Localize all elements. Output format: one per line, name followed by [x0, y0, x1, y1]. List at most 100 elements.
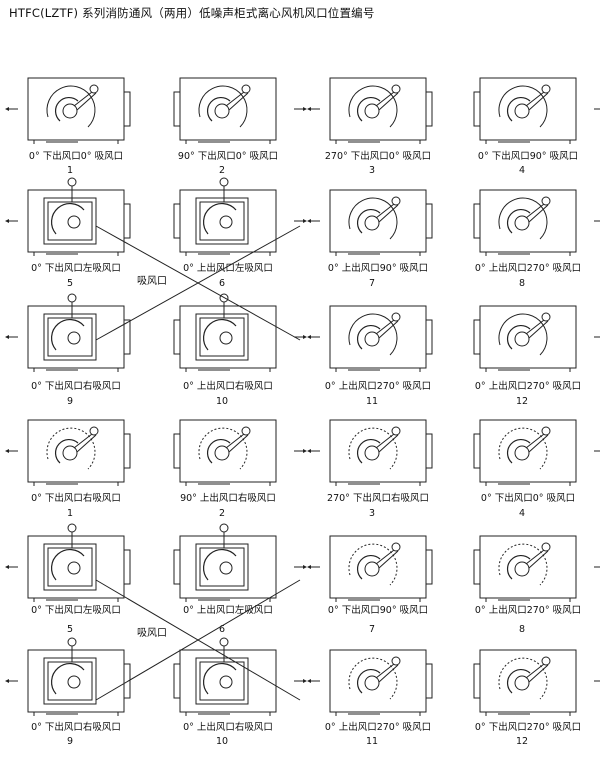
- belt: [525, 549, 545, 565]
- side-flange: [473, 319, 481, 355]
- impeller: [62, 445, 78, 461]
- belt: [375, 91, 395, 107]
- position-number: 4: [519, 165, 525, 176]
- belt: [375, 319, 395, 335]
- fan-housing: [27, 305, 125, 369]
- rotation-arc: [506, 668, 531, 694]
- angle-label: 0°: [31, 381, 45, 392]
- airflow-arrowhead: [307, 565, 311, 569]
- side-flange: [123, 203, 131, 239]
- position-number: 9: [67, 736, 73, 747]
- fan-unit: 0° 上出风口270° 吸风口 8: [473, 535, 600, 635]
- position-number: 12: [516, 396, 528, 407]
- inlet-frame: [43, 543, 97, 591]
- fan-housing: [329, 189, 427, 253]
- scroll-casing: [46, 427, 96, 470]
- position-caption: 270° 下出风口右吸风口: [327, 492, 429, 504]
- belt: [228, 92, 249, 111]
- motor-pulley: [391, 542, 401, 552]
- fan-housing: [479, 189, 577, 253]
- belt: [378, 664, 399, 683]
- side-flange: [425, 203, 433, 239]
- outlet-description: 0° 上出风口右吸风口: [183, 721, 273, 733]
- side-flange: [425, 663, 433, 699]
- belt: [375, 549, 395, 565]
- motor-pulley: [219, 177, 229, 187]
- scroll-casing: [348, 427, 398, 470]
- position-number: 2: [219, 508, 225, 519]
- angle-label: 0°: [481, 493, 495, 504]
- impeller-arc: [202, 548, 237, 581]
- belt: [225, 91, 245, 107]
- rotation-arc: [356, 438, 381, 464]
- outlet-description: 0° 下出风口90° 吸风口: [478, 150, 578, 162]
- position-number: 8: [519, 624, 525, 635]
- side-flange: [173, 203, 181, 239]
- position-caption: 0° 下出风口90° 吸风口: [328, 604, 428, 616]
- fan-housing: [27, 649, 125, 713]
- impeller-hub: [67, 215, 81, 229]
- fan-housing: [27, 189, 125, 253]
- outlet-description: 上出风口左吸风口: [197, 262, 273, 274]
- motor-pulley: [541, 426, 551, 436]
- side-flange: [473, 549, 481, 585]
- inlet-frame: [195, 543, 249, 591]
- side-flange: [173, 663, 181, 699]
- airflow-arrowhead: [5, 335, 9, 339]
- inlet-frame-inner: [47, 317, 93, 357]
- side-flange: [173, 319, 181, 355]
- belt: [76, 434, 97, 453]
- outlet-description: 上出风口右吸风口: [200, 492, 276, 504]
- scroll-casing: [198, 427, 248, 470]
- airflow-arrowhead: [303, 565, 307, 569]
- belt: [375, 433, 395, 449]
- airflow-arrowhead: [307, 449, 311, 453]
- side-flange: [173, 433, 181, 469]
- angle-label: 0°: [328, 263, 342, 274]
- rotation-arc: [506, 96, 531, 122]
- inlet-frame-inner: [47, 547, 93, 587]
- impeller: [214, 103, 230, 119]
- position-caption: 90° 上出风口右吸风口: [180, 492, 276, 504]
- angle-label: 0°: [475, 263, 489, 274]
- belt: [525, 663, 545, 679]
- motor-pulley: [391, 84, 401, 94]
- fan-housing: [27, 419, 125, 483]
- side-inlet-label: 吸风口: [137, 627, 167, 639]
- side-flange: [473, 91, 481, 127]
- side-flange: [123, 319, 131, 355]
- angle-label: 0°: [325, 381, 339, 392]
- position-caption: 0° 上出风口270° 吸风口: [475, 604, 581, 616]
- belt: [525, 319, 545, 335]
- position-number: 6: [219, 278, 225, 289]
- belt: [225, 433, 245, 449]
- outlet-description: 0° 下出风口270° 吸风口: [475, 721, 581, 733]
- impeller: [514, 331, 530, 347]
- inlet-frame-inner: [47, 201, 93, 241]
- side-flange: [123, 433, 131, 469]
- position-number: 5: [67, 278, 73, 289]
- inlet-frame: [195, 197, 249, 245]
- outlet-description: 0° 下出风口右吸风口: [31, 721, 121, 733]
- airflow-arrowhead: [303, 679, 307, 683]
- position-number: 5: [67, 624, 73, 635]
- inlet-frame-inner: [199, 317, 245, 357]
- belt: [73, 91, 93, 107]
- fan-housing: [479, 535, 577, 599]
- motor-pulley: [67, 523, 77, 533]
- belt: [375, 663, 395, 679]
- position-caption: 0° 下出风口右吸风口: [31, 380, 121, 392]
- belt: [528, 320, 549, 339]
- impeller-hub: [219, 331, 233, 345]
- motor-pulley: [541, 656, 551, 666]
- motor-pulley: [541, 84, 551, 94]
- motor-pulley: [391, 426, 401, 436]
